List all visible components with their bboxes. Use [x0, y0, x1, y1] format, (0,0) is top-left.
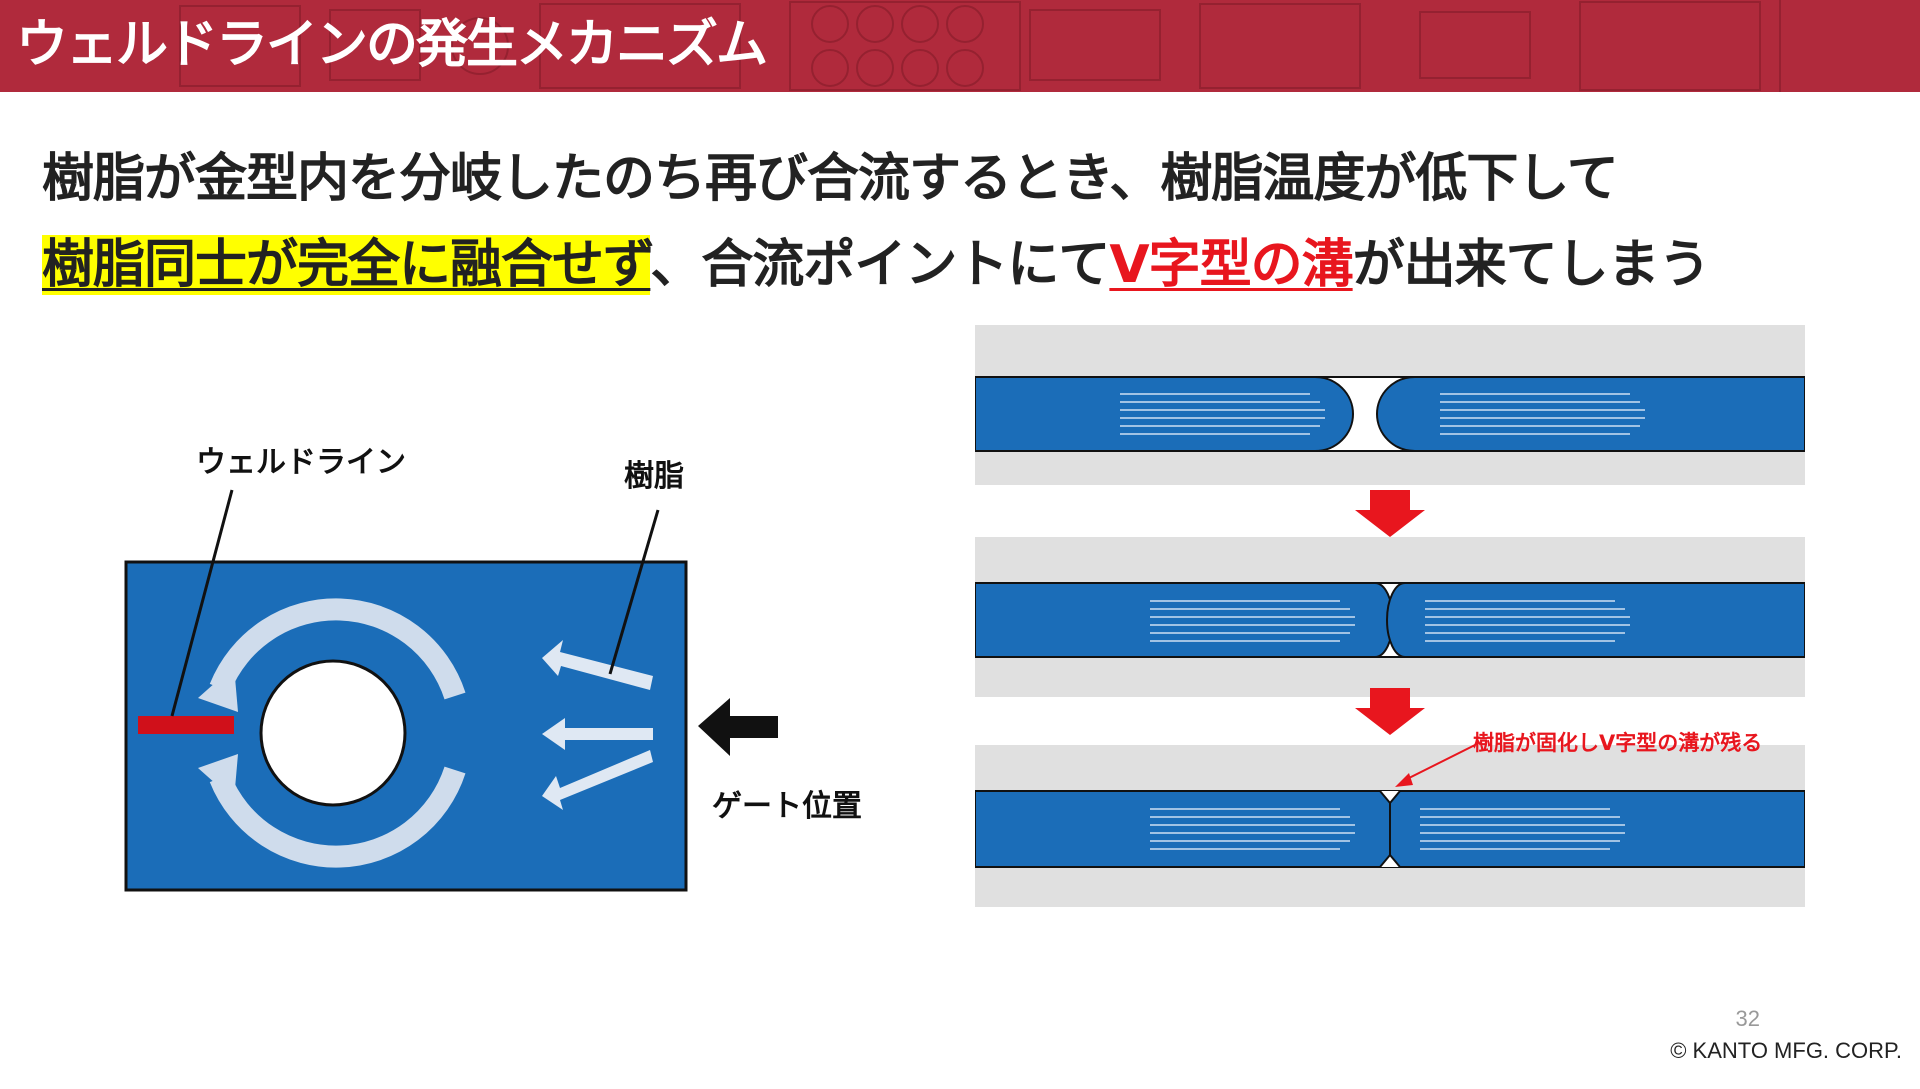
lead-line-2: 樹脂同士が完全に融合せず、合流ポイントにてV字型の溝が出来てしまう: [42, 222, 1902, 308]
header-pattern: [179, 0, 1781, 92]
hole-core: [259, 659, 407, 807]
gate-position-label: ゲート位置: [712, 789, 862, 824]
red-emphasis: V字型の溝: [1109, 235, 1353, 295]
inflow-arrows: [542, 640, 653, 810]
highlight-phrase: 樹脂同士が完全に融合せず: [42, 235, 651, 295]
stage-3: 樹脂が固化しV字型の溝が残る: [975, 731, 1805, 907]
copyright-text: © KANTO MFG. CORP.: [1670, 1038, 1902, 1063]
weld-formation-stages: 樹脂が固化しV字型の溝が残る: [975, 325, 1805, 907]
lead-text: 樹脂が金型内を分岐したのち再び合流するとき、樹脂温度が低下して 樹脂同士が完全に…: [42, 136, 1902, 308]
flow-arrow-upper: [209, 598, 466, 700]
lead-line-1: 樹脂が金型内を分岐したのち再び合流するとき、樹脂温度が低下して: [42, 149, 1619, 209]
weld-line-marker: [138, 716, 234, 734]
weld-line-label: ウェルドライン: [196, 445, 406, 480]
gate-arrow-icon: [698, 698, 778, 756]
down-arrow-1: [1355, 490, 1425, 537]
resin-label: 樹脂: [624, 459, 684, 494]
page-number: 32: [1735, 1006, 1760, 1031]
flow-arrow-lower: [209, 766, 466, 868]
down-arrow-2: [1355, 688, 1425, 735]
header-bar: ウェルドラインの発生メカニズム: [0, 0, 1920, 92]
stage-1: [975, 325, 1805, 485]
page-title: ウェルドラインの発生メカニズム: [16, 15, 768, 75]
lead-line-2-mid: 、合流ポイントにて: [650, 235, 1110, 295]
stage-2: [975, 537, 1805, 697]
weld-line-diagram: ウェルドライン 樹脂 ゲート位置: [124, 445, 862, 892]
lead-line-2-end: が出来てしまう: [1352, 235, 1711, 295]
stage-3-annotation: 樹脂が固化しV字型の溝が残る: [1473, 731, 1762, 755]
